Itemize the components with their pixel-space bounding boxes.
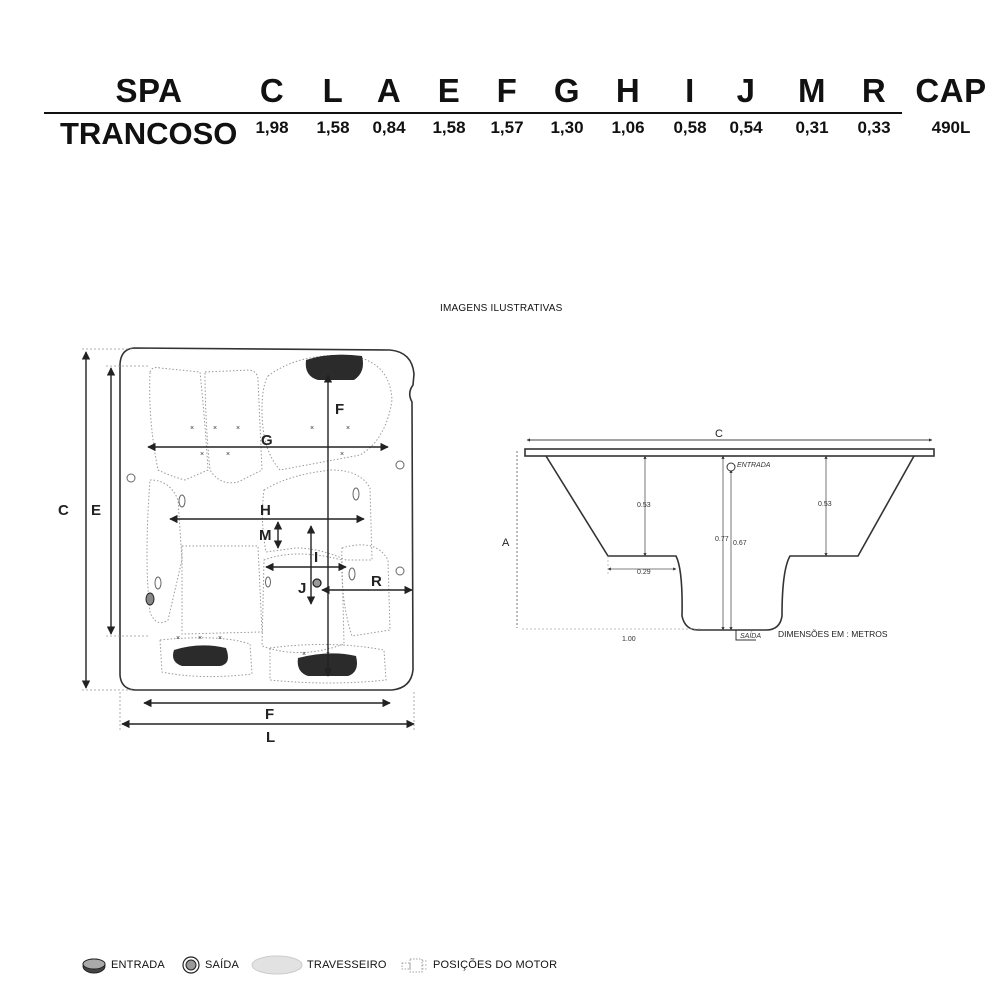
section-extension-lines (522, 556, 700, 630)
label-f-vertical: F (335, 401, 344, 418)
legend-item-saida: SAÍDA (180, 952, 239, 978)
col-header-cap: CAP (915, 72, 987, 109)
col-header-a: A (376, 72, 402, 109)
col-value-cap: 490L (931, 118, 971, 137)
travesseiro-icon (173, 645, 228, 666)
side-jets (126, 460, 405, 590)
table-rule (44, 112, 902, 114)
svg-text:×: × (176, 635, 180, 642)
svg-text:×: × (302, 651, 306, 658)
col-value-m: 0,31 (795, 118, 829, 137)
label-g: G (261, 432, 273, 449)
col-value-a: 0,84 (372, 118, 406, 137)
top-view: ×× ×× ×× ×× ×× ×× × (58, 347, 415, 746)
label-c: C (58, 502, 69, 519)
svg-text:×: × (236, 425, 240, 432)
col-value-i: 0,58 (673, 118, 707, 137)
col-header-c: C (259, 72, 285, 109)
spa-outline (119, 347, 415, 691)
saida-icon (312, 578, 322, 588)
svg-text:×: × (346, 425, 350, 432)
col-header-l: L (322, 72, 344, 109)
col-header-f: F (496, 72, 518, 109)
spec-table: SPA TRANCOSO C 1,98 L 1,58 A 0,84 E 1,58… (44, 70, 990, 160)
legend-label-motor: POSIÇÕES DO MOTOR (433, 959, 558, 971)
units-note: DIMENSÕES EM : METROS (778, 629, 888, 639)
saida-label: SAÍDA (740, 631, 761, 640)
legend-label-travesseiro: TRAVESSEIRO (307, 959, 387, 971)
section-label-c: C (715, 428, 723, 440)
motor-icon (401, 958, 428, 973)
svg-text:×: × (200, 451, 204, 458)
legend-item-travesseiro: TRAVESSEIRO (250, 952, 387, 978)
label-e: E (91, 502, 101, 519)
model-name: TRANCOSO (60, 116, 238, 151)
col-header-g: G (553, 72, 581, 109)
col-value-g: 1,30 (550, 118, 584, 137)
label-j: J (298, 580, 306, 597)
svg-text:×: × (310, 425, 314, 432)
col-header-r: R (861, 72, 887, 109)
extension-lines (82, 348, 415, 730)
illustrative-caption: IMAGENS ILUSTRATIVAS (440, 303, 563, 314)
legend-item-entrada: ENTRADA (80, 952, 165, 978)
svg-text:×: × (218, 635, 222, 642)
col-value-j: 0,54 (729, 118, 763, 137)
col-header-i: I (685, 72, 695, 109)
label-r: R (371, 573, 382, 590)
depth-right-label: 0.53 (818, 501, 832, 508)
svg-text:×: × (198, 635, 202, 642)
col-header-e: E (437, 72, 461, 109)
legend-label-saida: SAÍDA (205, 959, 240, 971)
spa-header: SPA (115, 72, 183, 109)
travesseiro-icon (305, 354, 363, 380)
svg-text:×: × (190, 425, 194, 432)
svg-text:×: × (340, 451, 344, 458)
base-width-label: 1.00 (622, 636, 636, 643)
col-value-f: 1,57 (490, 118, 524, 137)
depth-left-label: 0.53 (637, 502, 651, 509)
col-header-h: H (615, 72, 641, 109)
label-l: L (266, 729, 275, 746)
saida-icon (182, 956, 200, 974)
entrada-icon (82, 958, 106, 974)
col-header-m: M (798, 72, 826, 109)
depth-067-label: 0.67 (733, 540, 747, 547)
entrada-label: ENTRADA (737, 462, 771, 469)
saida-icon (145, 592, 155, 606)
col-header-j: J (736, 72, 756, 109)
label-i: I (314, 549, 318, 566)
svg-text:×: × (226, 451, 230, 458)
col-value-l: 1,58 (316, 118, 350, 137)
section-view: C A 0.53 0.53 0.77 0.67 0.29 1.00 ENTRAD… (502, 428, 935, 643)
label-h: H (260, 502, 271, 519)
saida-icon (735, 630, 756, 641)
col-value-e: 1,58 (432, 118, 466, 137)
col-value-h: 1,06 (611, 118, 645, 137)
col-value-r: 0,33 (857, 118, 891, 137)
svg-text:×: × (213, 425, 217, 432)
spa-rim (524, 448, 935, 457)
entrada-icon (726, 462, 736, 472)
label-f-horizontal: F (265, 706, 274, 723)
legend-label-entrada: ENTRADA (111, 959, 165, 971)
col-value-c: 1,98 (255, 118, 289, 137)
legend-item-motor: POSIÇÕES DO MOTOR (398, 952, 557, 978)
legend: ENTRADA SAÍDA TRAVESSEIRO POSIÇÕES DO MO… (80, 952, 580, 978)
travesseiro-icon (251, 955, 303, 975)
section-label-a: A (502, 537, 510, 549)
spa-section-body (545, 455, 915, 631)
seat-contours (146, 354, 393, 684)
depth-077-label: 0.77 (715, 536, 729, 543)
label-m: M (259, 527, 272, 544)
seat-width-label: 0.29 (637, 569, 651, 576)
